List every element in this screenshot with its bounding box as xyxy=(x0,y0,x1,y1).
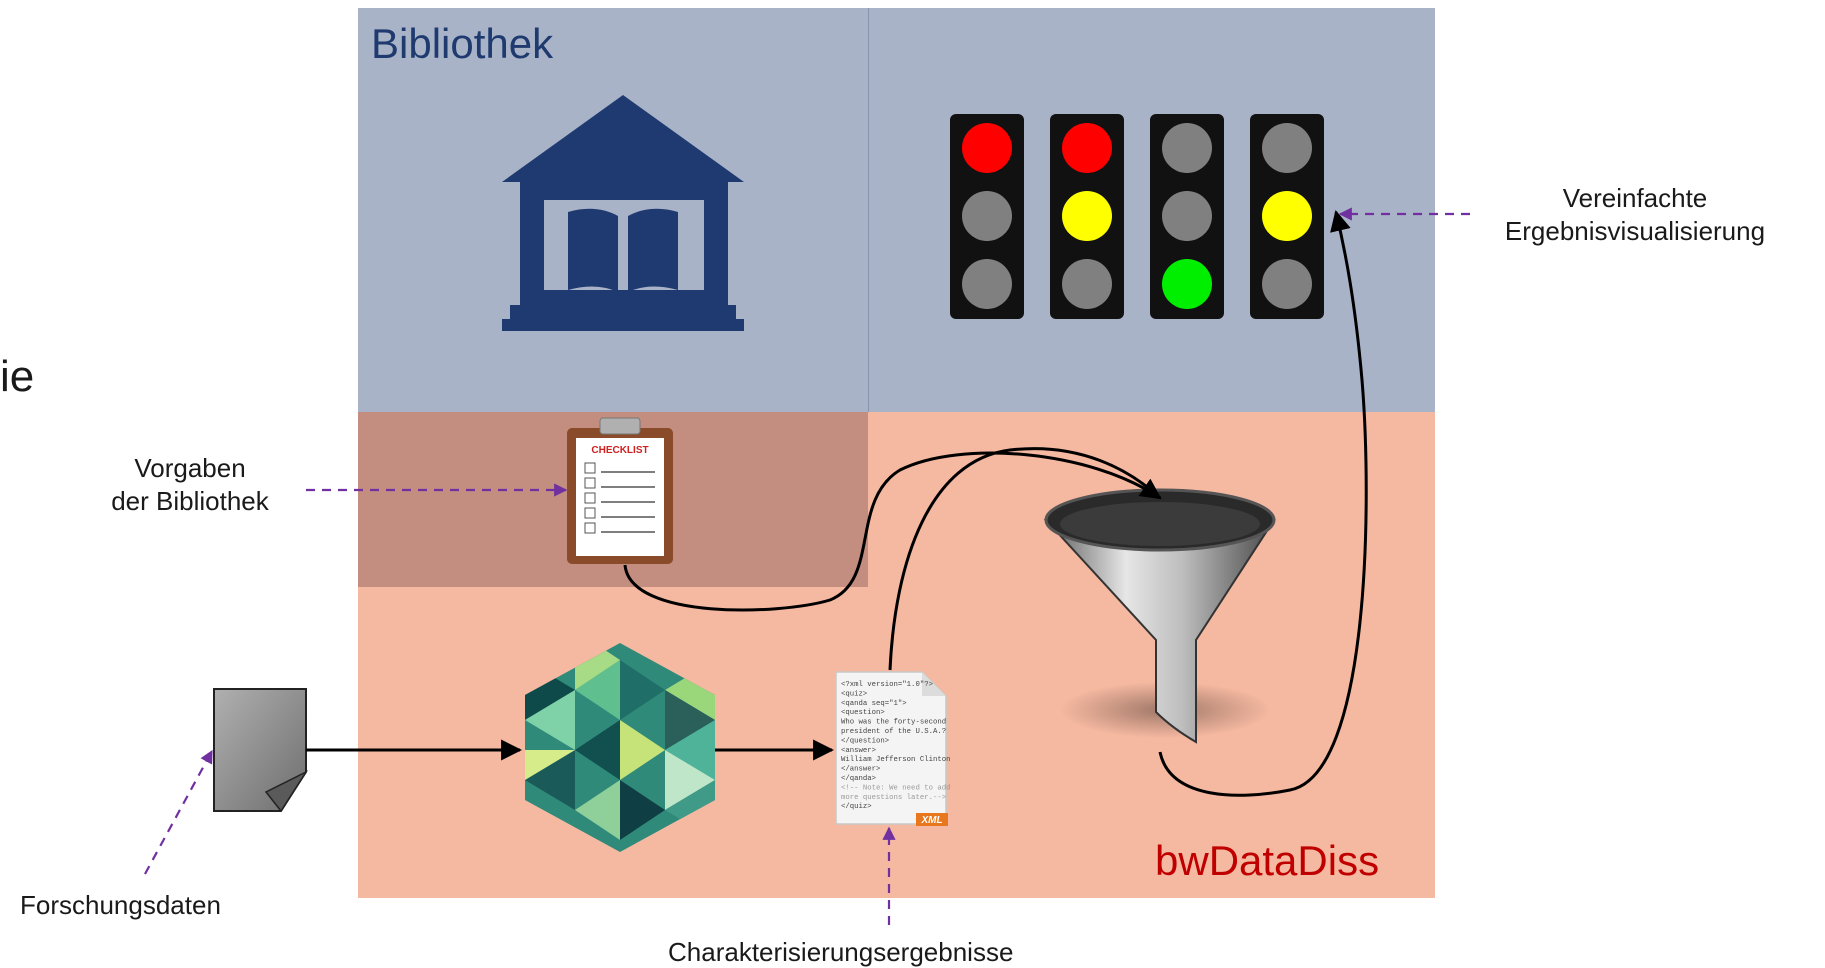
xml-line: <answer> xyxy=(841,747,876,755)
xml-line: </quiz> xyxy=(841,803,872,811)
lamp-middle xyxy=(962,191,1012,241)
lamp-top xyxy=(962,123,1012,173)
lamp-bottom xyxy=(1262,259,1312,309)
xml-line: president of the U.S.A.? xyxy=(841,728,946,736)
analysis-hexagon-icon xyxy=(525,643,715,852)
xml-badge: XML xyxy=(920,815,942,826)
xml-line: Who was the forty-second xyxy=(841,719,946,727)
library-title: Bibliothek xyxy=(371,20,554,67)
xml-line: <!-- Note: We need to add xyxy=(841,784,950,792)
fragment-text: ie xyxy=(0,352,35,401)
callout-arrows xyxy=(144,207,1470,925)
xml-line: </answer> xyxy=(841,766,880,774)
label-result-visualization: Vereinfachte Ergebnisvisualisierung xyxy=(1504,183,1766,246)
lamp-top xyxy=(1262,123,1312,173)
xml-line: <question> xyxy=(841,709,885,717)
xml-line: William Jefferson Clinton xyxy=(841,756,950,764)
arrow-checklist-to-funnel xyxy=(623,451,1162,612)
flow-arrows xyxy=(306,209,1368,797)
traffic-light-1 xyxy=(950,114,1024,319)
xml-line: more questions later.--> xyxy=(841,794,946,802)
callout-research-data xyxy=(144,749,213,875)
lamp-middle xyxy=(1062,191,1112,241)
label-research-data: Forschungsdaten xyxy=(20,890,221,920)
xml-line: <quiz> xyxy=(841,690,867,698)
xml-document-icon: <?xml version="1.0"?><quiz> <qanda seq="… xyxy=(835,671,950,826)
lamp-middle xyxy=(1262,191,1312,241)
checklist-clipboard-icon: CHECKLIST xyxy=(567,417,673,564)
xml-line: </question> xyxy=(841,737,889,745)
research-data-document-icon xyxy=(213,688,309,813)
xml-line: <?xml version="1.0"?> xyxy=(841,681,933,689)
traffic-light-2 xyxy=(1050,114,1124,319)
lamp-middle xyxy=(1162,191,1212,241)
xml-line: </qanda> xyxy=(841,775,876,783)
lamp-top xyxy=(1062,123,1112,173)
label-library-requirements: Vorgaben der Bibliothek xyxy=(111,453,269,516)
lamp-top xyxy=(1162,123,1212,173)
lamp-bottom xyxy=(1062,259,1112,309)
arrow-xml-to-funnel xyxy=(888,447,1162,671)
library-building-icon xyxy=(502,95,744,331)
service-title: bwDataDiss xyxy=(1155,837,1380,884)
library-region-divider xyxy=(868,8,869,412)
funnel-icon xyxy=(1043,488,1276,744)
traffic-light-4 xyxy=(1250,114,1324,319)
lamp-bottom xyxy=(962,259,1012,309)
lamp-bottom xyxy=(1162,259,1212,309)
xml-line: <qanda seq="1"> xyxy=(841,700,907,708)
arrow-funnel-to-lights xyxy=(1158,209,1368,797)
checklist-header: CHECKLIST xyxy=(591,445,648,456)
traffic-light-3 xyxy=(1150,114,1224,319)
